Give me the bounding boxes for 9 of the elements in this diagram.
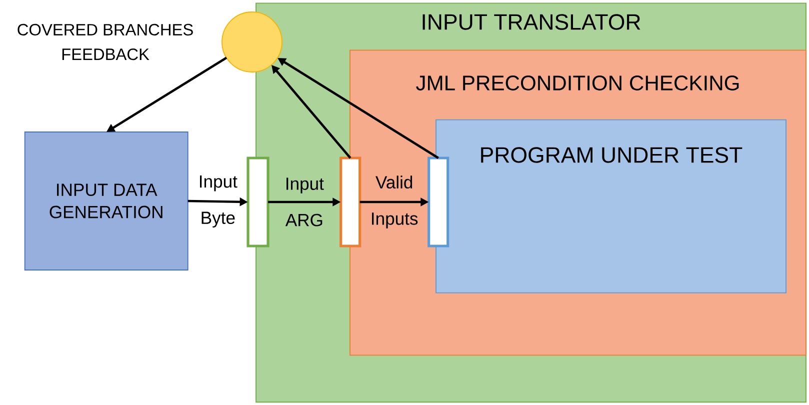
- buffer-bar: [428, 156, 450, 248]
- buffer-bar: [246, 156, 270, 248]
- nested-box: PROGRAM UNDER TEST: [436, 119, 786, 294]
- node-caption: COVERED BRANCHES FEEDBACK: [18, 24, 193, 60]
- edge-label: Input Byte: [200, 175, 238, 228]
- edge-label: Valid Inputs: [372, 176, 418, 228]
- buffer-bar: [340, 156, 362, 248]
- process-box: INPUT DATA GENERATION: [24, 132, 188, 270]
- edge-label: Input ARG: [285, 178, 324, 226]
